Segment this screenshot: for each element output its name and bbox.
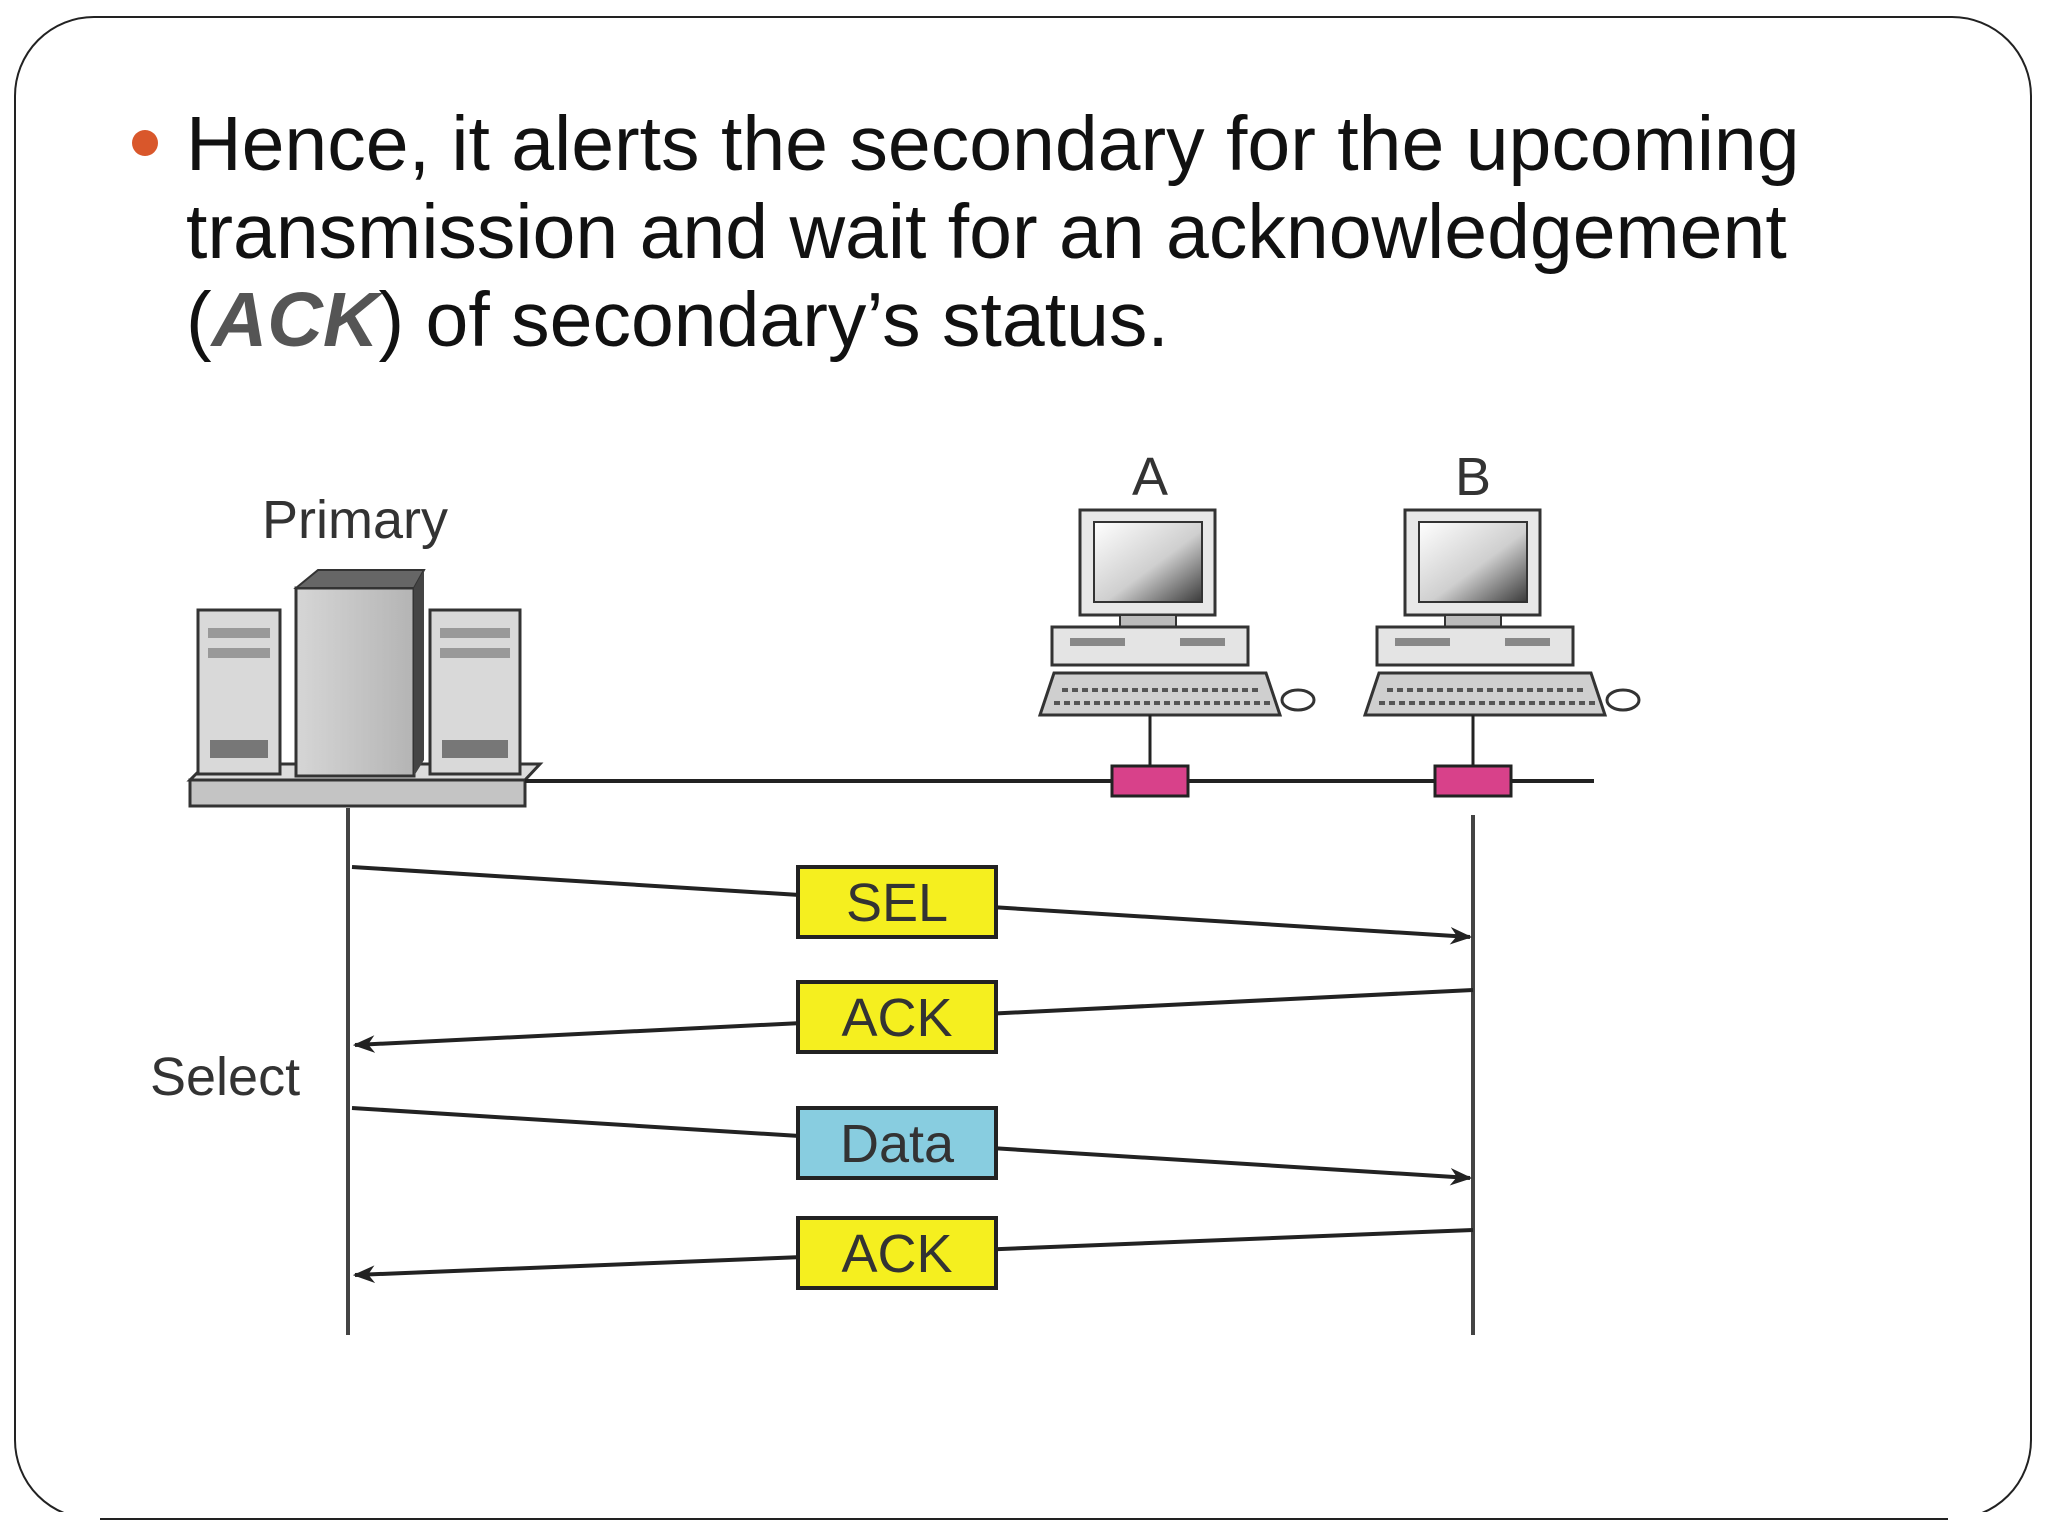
bullet-ack-emphasis: ACK (211, 277, 379, 363)
computer-a-icon (1037, 508, 1316, 717)
ack-frame-exchange: ACK (352, 980, 1474, 1054)
sel-frame-exchange: SEL (351, 865, 1473, 945)
station-b-label: B (1455, 447, 1491, 507)
frame-label: Data (840, 1114, 955, 1174)
ack-frame-exchange: ACK (352, 1216, 1474, 1290)
frame-label: SEL (846, 873, 948, 933)
frame-label-box (796, 865, 998, 939)
frame-label: ACK (841, 1224, 952, 1284)
bullet-text: Hence, it alerts the secondary for the u… (186, 100, 1826, 364)
frame-label-box (796, 1216, 998, 1290)
frame-label: ACK (841, 988, 952, 1048)
tap-b (1433, 764, 1513, 798)
bullet-text-part1: Hence, it alerts the secondary for the u… (186, 101, 1800, 363)
primary-server-icon (186, 569, 544, 808)
select-label: Select (150, 1047, 300, 1107)
tap-a (1110, 764, 1190, 798)
frame-label-box (796, 1106, 998, 1180)
data-frame-exchange: Data (351, 1106, 1473, 1186)
bullet-dot-icon (132, 130, 158, 156)
frame-gap (1948, 1512, 2018, 1526)
station-a-label: A (1132, 447, 1168, 507)
frame-label-box (796, 980, 998, 1054)
primary-label: Primary (262, 490, 448, 550)
frame-gap (30, 1512, 100, 1526)
computer-b-icon (1362, 508, 1641, 717)
bullet-text-part2: ) of secondary’s status. (378, 277, 1169, 363)
